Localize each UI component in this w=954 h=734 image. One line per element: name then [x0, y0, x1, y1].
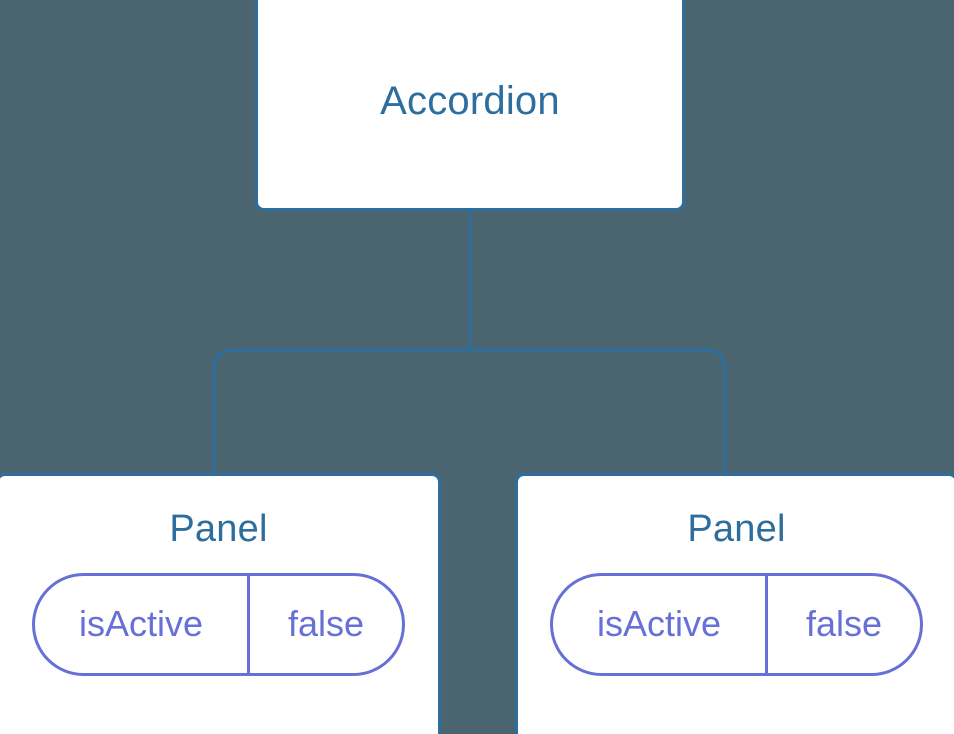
node-panel-right[interactable]: Panel isActive false [515, 473, 954, 734]
node-accordion[interactable]: Accordion [255, 0, 685, 211]
node-panel-right-state-value: false [805, 603, 883, 645]
connector-edge-accordion-panel-right [470, 348, 727, 478]
node-panel-left-state-pill[interactable]: isActive false [32, 572, 405, 676]
node-panel-left-state-key: isActive [35, 575, 250, 673]
node-panel-left-title: Panel [169, 508, 268, 550]
node-panel-left-state-value: false [287, 603, 365, 645]
node-panel-right-title: Panel [687, 508, 786, 550]
node-accordion-title: Accordion [380, 78, 560, 123]
connector-edge-accordion-panel-left [212, 348, 470, 478]
node-panel-right-state-pill[interactable]: isActive false [550, 572, 923, 676]
node-panel-left[interactable]: Panel isActive false [0, 473, 441, 734]
node-panel-right-state-key: isActive [553, 575, 768, 673]
